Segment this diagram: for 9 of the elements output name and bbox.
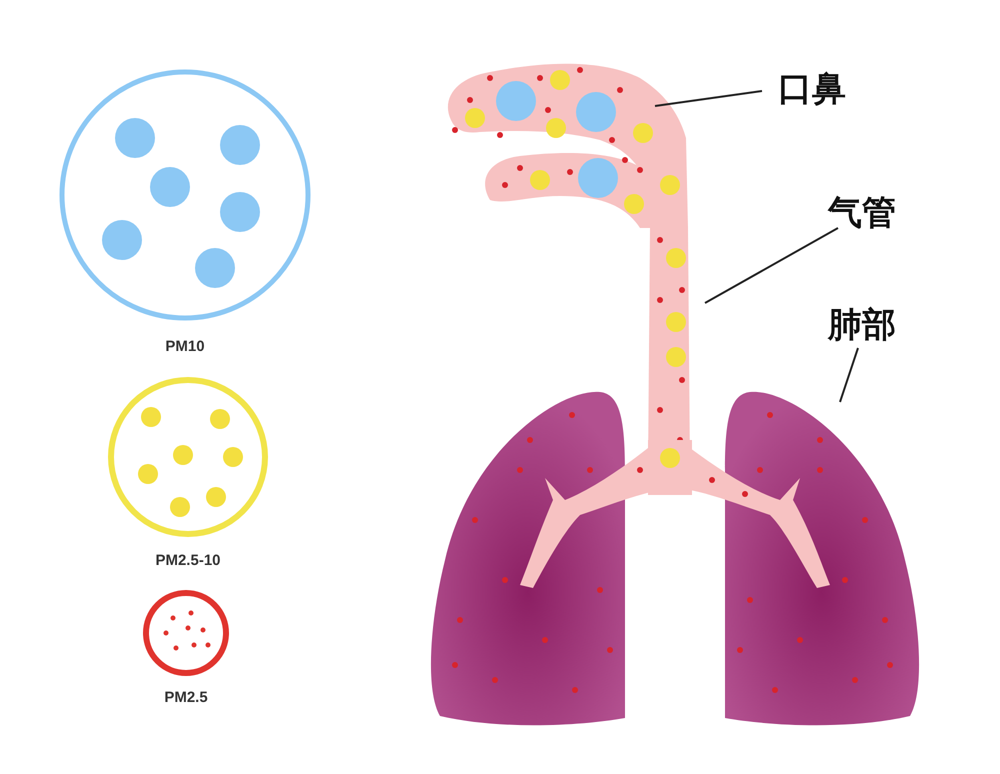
leader-line — [704, 227, 838, 304]
organ-label: 气管 — [828, 196, 896, 230]
particle-size-label: PM2.5-10 — [155, 552, 221, 569]
organ-label: 肺部 — [828, 308, 896, 342]
particle-size-label: PM2.5 — [164, 689, 208, 706]
leader-line — [654, 90, 762, 107]
leader-line — [839, 348, 859, 402]
organ-label: 口鼻 — [778, 72, 846, 106]
particle-size-label: PM10 — [165, 338, 205, 355]
